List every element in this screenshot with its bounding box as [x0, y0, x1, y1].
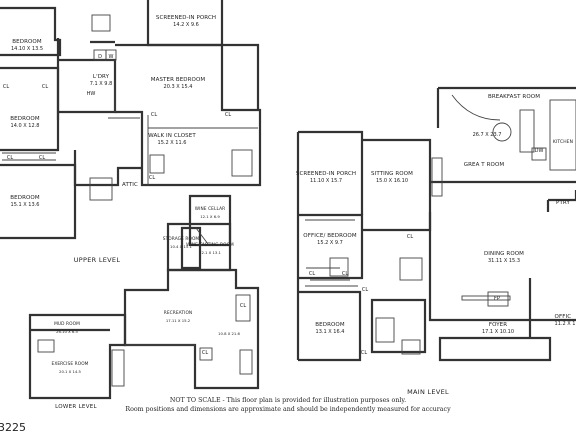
room-label: KITCHEN: [552, 140, 574, 145]
room-label: GREA T ROOM: [463, 162, 505, 168]
fireplace-label: FP: [494, 296, 500, 302]
main-level-title: MAIN LEVEL: [407, 388, 449, 396]
closet-label: CL: [38, 155, 46, 161]
closet-label: CL: [201, 350, 209, 356]
closet-label: CL: [150, 112, 158, 118]
lower-level-title: LOWER LEVEL: [55, 404, 97, 410]
closet-label: CL: [239, 303, 247, 309]
closet-label: CL: [308, 271, 316, 277]
dryer-label: D: [98, 54, 102, 60]
room-label: 10.8 X 21.6: [218, 331, 240, 336]
disclaimer-line-1: NOT TO SCALE - This floor plan is provid…: [169, 397, 407, 404]
cropped-listing-number: 3225: [0, 421, 26, 432]
closet-label: CL: [361, 287, 369, 293]
upper-level-title: UPPER LEVEL: [73, 256, 121, 264]
dishwasher-label: DW: [534, 148, 544, 154]
hw-label: HW: [86, 91, 96, 97]
main-level-details: [305, 94, 576, 355]
closet-label: CL: [41, 84, 49, 90]
room-label: 26.7 X 23.7: [472, 132, 502, 138]
disclaimer-line-2: Room positions and dimensions are approx…: [125, 406, 451, 413]
washer-label: W: [108, 54, 114, 60]
closet-label: CL: [406, 234, 414, 240]
disclaimer: NOT TO SCALE - This floor plan is provid…: [125, 396, 450, 414]
closet-label: CL: [341, 271, 349, 277]
closet-label: CL: [360, 350, 368, 356]
closet-label: CL: [224, 112, 232, 118]
closet-label: CL: [2, 84, 10, 90]
upper-level-details: [2, 14, 258, 201]
closet-label: CL: [6, 155, 14, 161]
main-level-walls: [296, 86, 576, 362]
room-label: ATTIC: [122, 182, 138, 188]
closet-label: CL: [148, 175, 156, 181]
room-label: PTRY: [556, 200, 570, 206]
lower-level-details: [37, 227, 253, 387]
room-label: BREAKFAST ROOM: [487, 94, 541, 100]
